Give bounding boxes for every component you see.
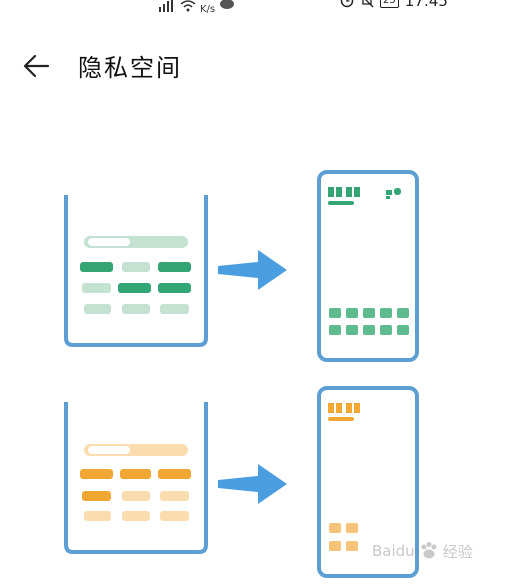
watermark: Baidu 经验 [372,540,473,562]
signal-icon [159,0,173,12]
back-arrow-icon [23,54,50,78]
wifi-icon [180,0,196,11]
arrow-right-icon [218,250,287,290]
orange-phone-illustration [317,386,419,578]
alarm-icon [340,0,354,8]
status-bar: K/s 25 17:45 [0,0,518,14]
status-time: 17:45 [404,0,448,10]
watermark-suffix: 经验 [442,542,473,561]
back-button[interactable] [22,52,52,80]
orange-container-illustration [64,402,208,554]
app-header: 隐私空间 [0,40,518,90]
watermark-brand: Baidu [372,542,415,560]
network-speed-unit: K/s [200,4,216,14]
battery-icon: 25 [380,0,399,8]
green-phone-illustration [317,170,419,362]
green-container-illustration [64,195,208,347]
arrow-right-icon [218,464,287,504]
mute-icon [362,0,374,8]
page-title: 隐私空间 [78,54,182,82]
message-icon [220,0,235,9]
paw-icon [421,542,437,559]
